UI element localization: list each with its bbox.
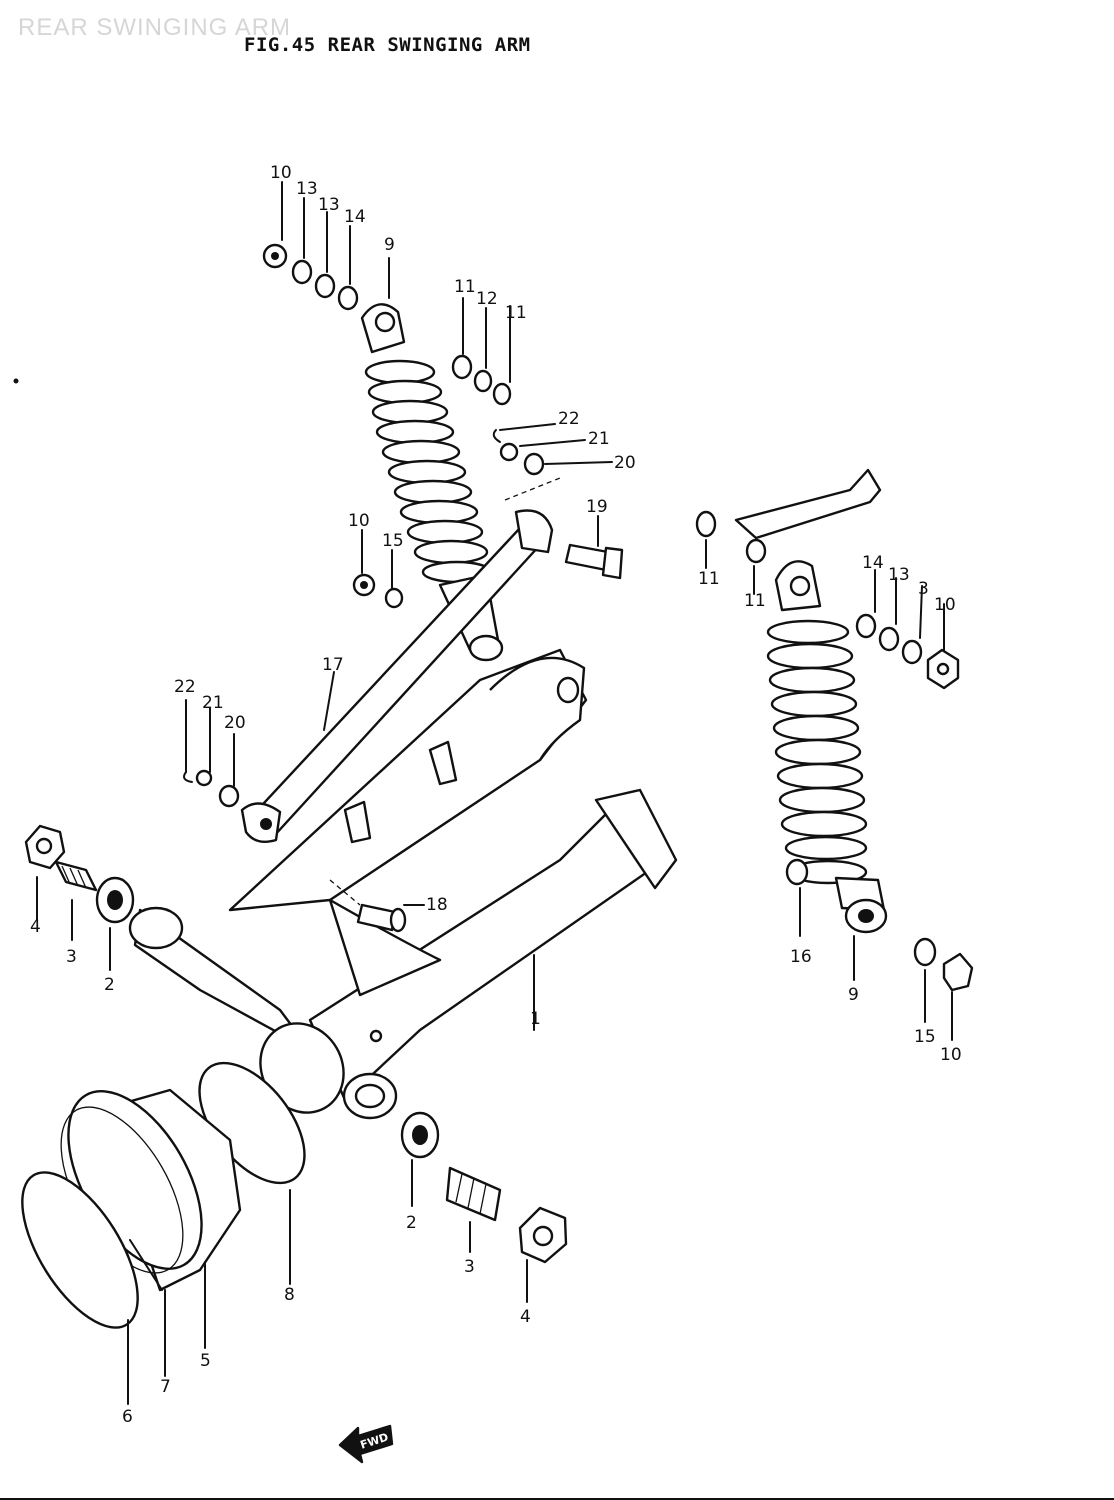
callout-9-upper: 9 [384,235,395,255]
rear-shock-absorber-right [766,560,888,934]
figure-number: FIG.45 [244,34,316,56]
mid-hardware [352,529,404,609]
callout-labels: 1 2 2 3 3 4 4 5 6 7 8 9 9 10 10 10 10 11… [30,163,962,1427]
callout-10-right: 10 [934,595,956,615]
callout-15-mid: 15 [382,531,404,551]
lower-torque-fixings [183,699,240,808]
callout-1: 1 [530,1009,541,1029]
callout-14-right: 14 [862,553,884,573]
figure-title: FIG.45 REAR SWINGING ARM [244,34,531,56]
callout-18: 18 [426,895,448,915]
upper-hardware-stack [262,181,512,406]
callout-11-upper-a: 11 [454,277,476,297]
callout-8: 8 [284,1285,295,1305]
callout-22-lower: 22 [174,677,196,697]
left-pivot-hardware [24,824,135,971]
callout-11-rod-b: 11 [744,591,766,611]
stray-dot [13,378,19,384]
callout-9-right: 9 [848,985,859,1005]
boot-and-ring [21,1061,306,1405]
callout-11-upper-b: 11 [505,303,527,323]
callout-10-top: 10 [270,163,292,183]
callout-16: 16 [790,947,812,967]
callout-3-left: 3 [66,947,77,967]
callout-4-right: 4 [520,1307,531,1327]
callout-4-left: 4 [30,917,41,937]
callout-17: 17 [322,655,344,675]
bolt-18 [329,879,425,933]
callout-7: 7 [160,1377,171,1397]
callout-14-top: 14 [344,207,366,227]
callout-20-lower: 20 [224,713,246,733]
callout-11-rod-a: 11 [698,569,720,589]
stay-rod [695,468,882,595]
callout-6: 6 [122,1407,133,1427]
right-pivot-hardware [400,1111,568,1303]
callout-3-right-stack: 3 [918,579,929,599]
callout-2-right: 2 [406,1213,417,1233]
callout-13-top-a: 13 [296,179,318,199]
figure-name: REAR SWINGING ARM [327,34,531,56]
torque-link [240,509,554,843]
callout-12: 12 [476,289,498,309]
callout-10-mid: 10 [348,511,370,531]
callout-19: 19 [586,497,608,517]
callout-13-top-b: 13 [318,195,340,215]
callout-21-upper: 21 [588,429,610,449]
right-shock-hardware [785,569,974,1041]
ghost-title: REAR SWINGING ARM [18,14,292,41]
swing-arm [128,648,678,1120]
callout-20-upper: 20 [614,453,636,473]
upper-torque-fixings [492,423,613,501]
callout-15-bottom: 15 [914,1027,936,1047]
callout-13-right: 13 [888,565,910,585]
forward-direction-arrow: FWD [338,1424,394,1464]
bolt-19 [564,515,624,580]
callout-3-right: 3 [464,1257,475,1277]
callout-21-lower: 21 [202,693,224,713]
callout-10-bottom: 10 [940,1045,962,1065]
callout-2-left: 2 [104,975,115,995]
callout-5: 5 [200,1351,211,1371]
callout-22-upper: 22 [558,409,580,429]
